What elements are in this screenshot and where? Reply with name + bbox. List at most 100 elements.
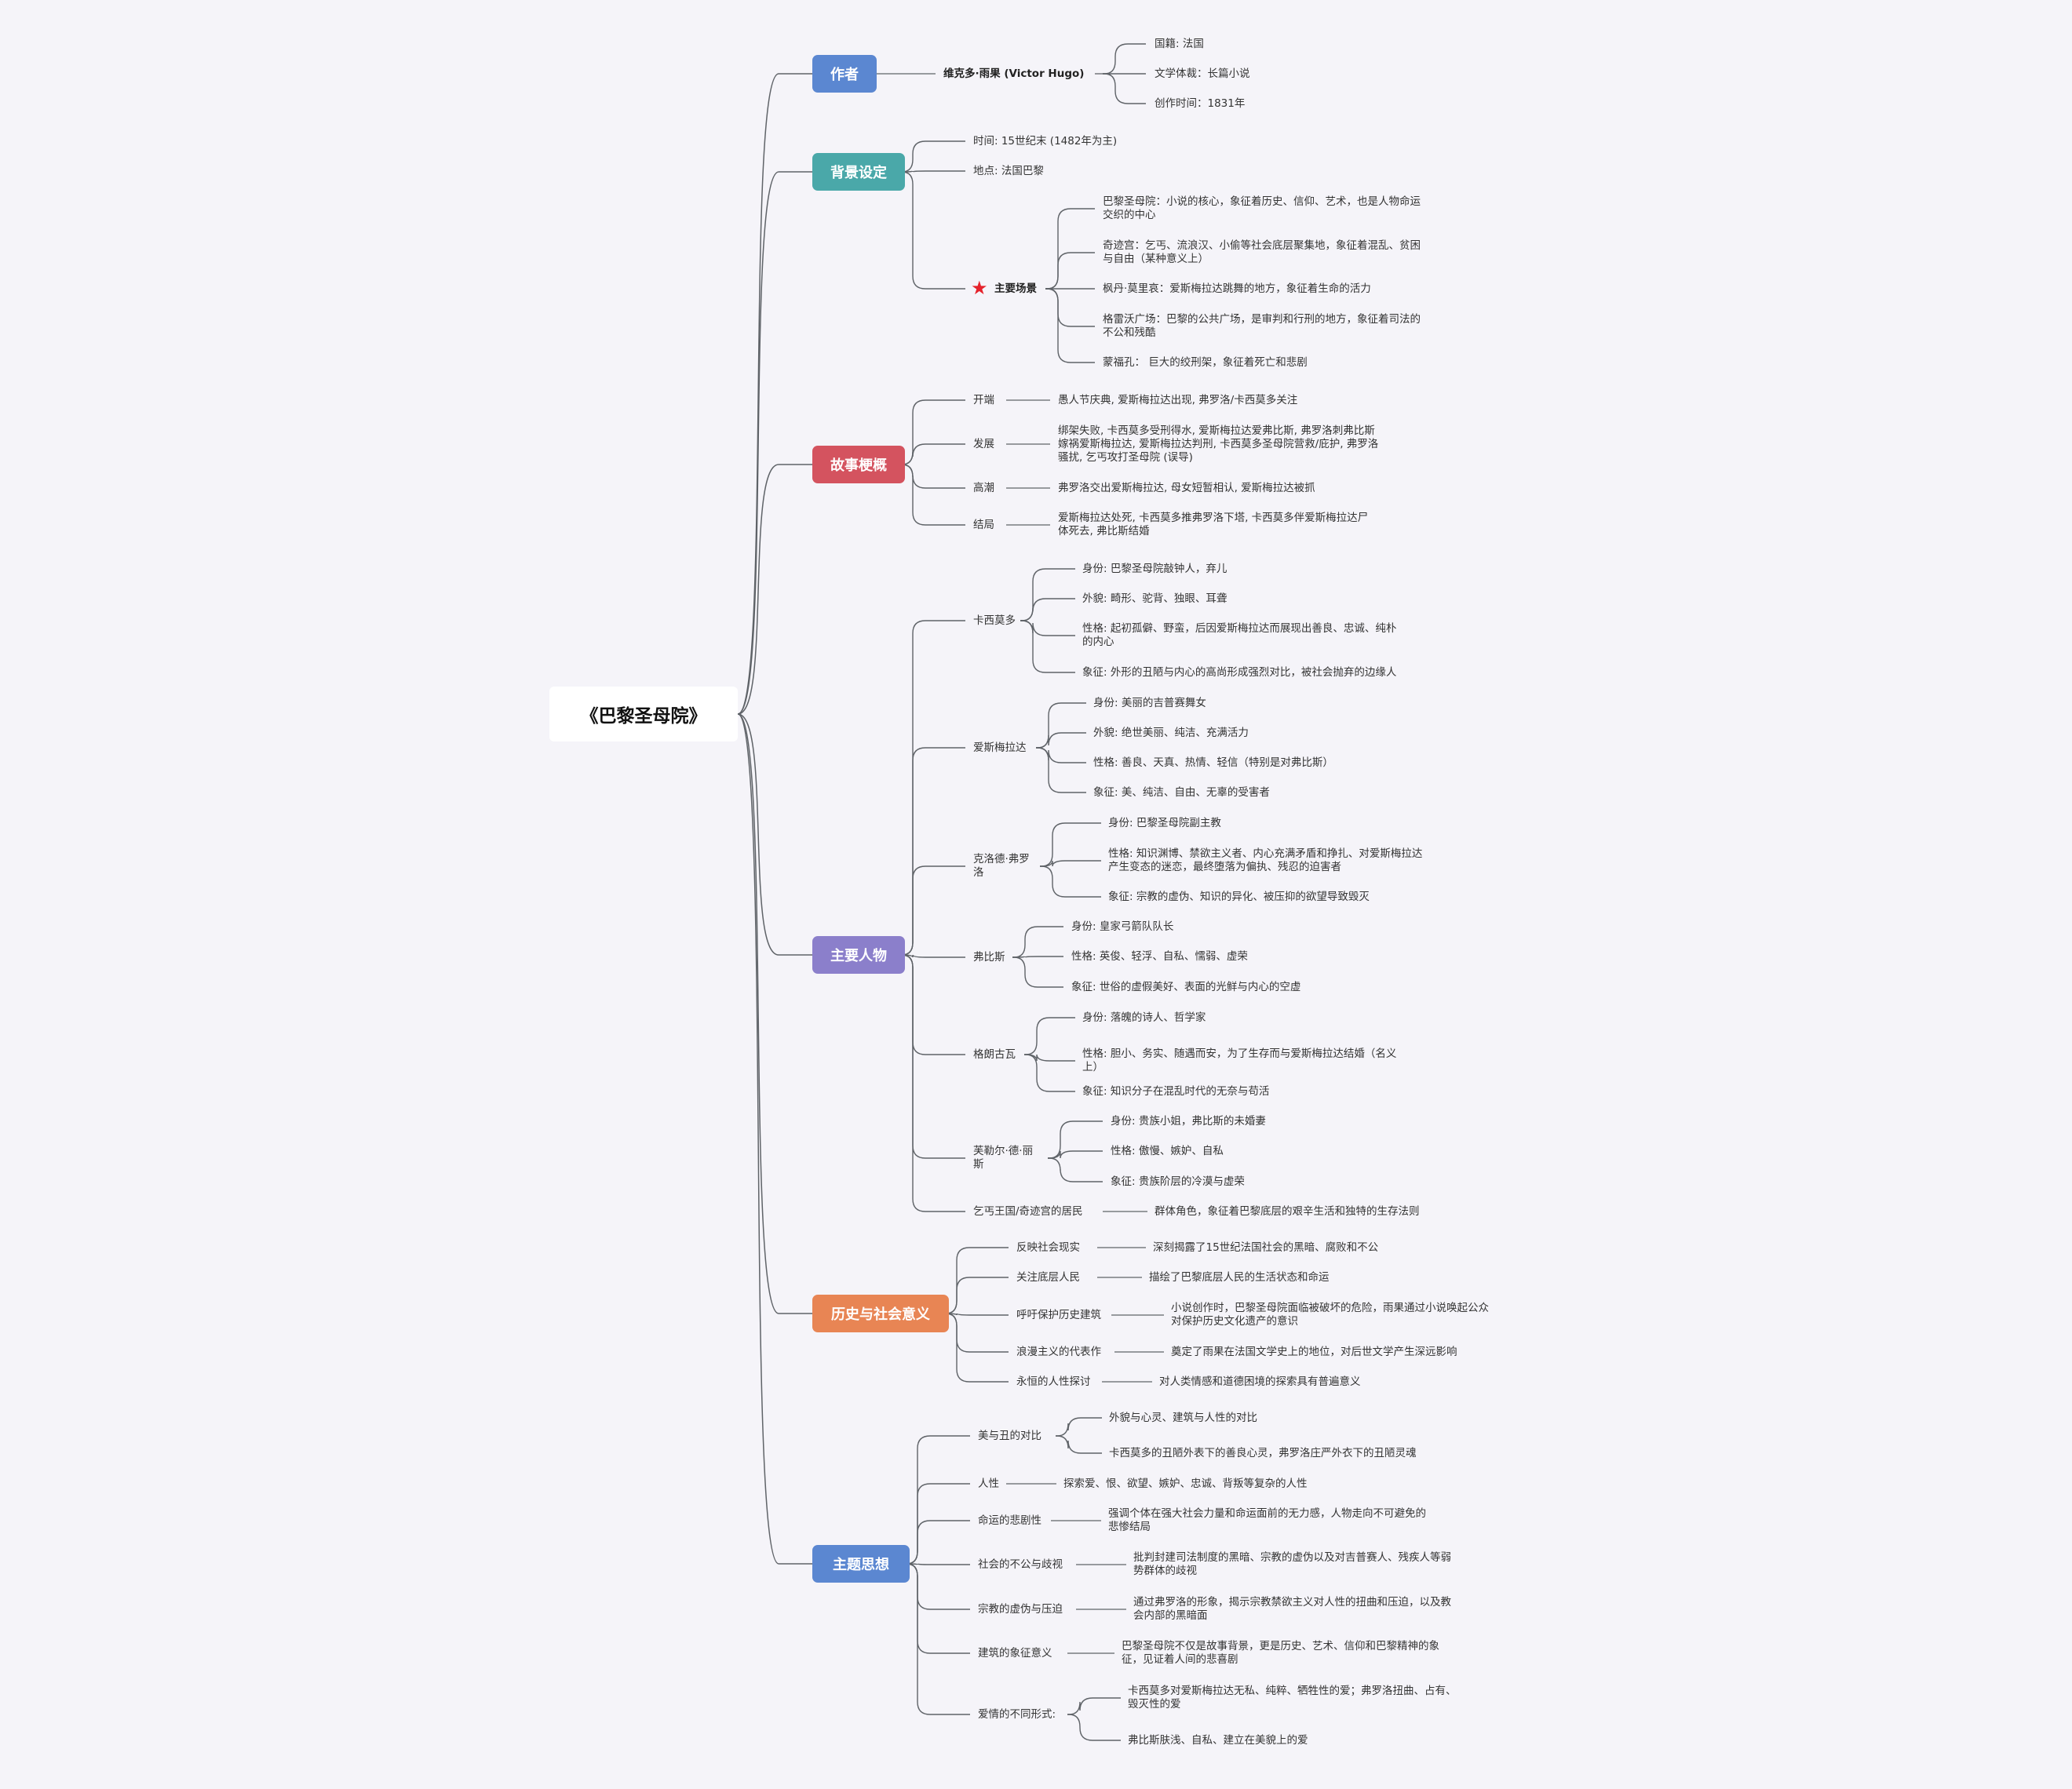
connector [1040,822,1101,867]
character-trait-line: 身份: 巴黎圣母院副主教 [1108,816,1221,829]
connector [900,620,965,956]
character-name-line: 弗比斯 [973,950,1005,964]
connector [737,464,812,715]
plot-stage-line: 高潮 [973,481,994,494]
character-trait: 象征: 美、纯洁、自由、无辜的受害者 [1093,786,1270,800]
character-trait: 身份: 皇家弓箭队队长 [1071,920,1173,934]
significance-detail: 深刻揭露了15世纪法国社会的黑暗、腐败和不公 [1153,1241,1378,1255]
connector [900,140,965,173]
theme-detail-line: 卡西莫多的丑陋外表下的善良心灵，弗罗洛庄严外衣下的丑陋灵魂 [1109,1446,1417,1459]
character-name: 格朗古瓦 [973,1048,1016,1062]
character-name: 弗比斯 [973,951,1005,964]
connector [1048,1120,1103,1159]
significance-topic: 永恒的人性探讨 [1016,1375,1091,1389]
character-trait-line: 性格: 起初孤僻、野蛮，后因爱斯梅拉达而展现出善良、忠诚、纯朴 [1082,622,1397,635]
character-trait: 象征: 外形的丑陋与内心的高尚形成强烈对比，被社会抛弃的边缘人 [1082,666,1396,680]
character-trait-line: 象征: 知识分子在混乱时代的无奈与苟活 [1082,1084,1270,1098]
connector [1048,1150,1103,1159]
connector [1067,1697,1121,1715]
theme-detail-line: 巴黎圣母院不仅是故事背景，更是历史、艺术、信仰和巴黎精神的象 [1122,1640,1439,1652]
theme-topic: 建筑的象征意义 [978,1647,1052,1660]
connector [1024,1017,1075,1055]
character-trait: 性格: 善良、天真、热情、轻信（特别是对弗比斯） [1093,756,1333,770]
significance-detail-line: 对人类情感和道德困境的探索具有普遍意义 [1159,1375,1361,1388]
significance-detail: 描绘了巴黎底层人民的生活状态和命运 [1149,1271,1330,1284]
plot-detail: 绑架失败, 卡西莫多受刑得水, 爱斯梅拉达爱弗比斯, 弗罗洛刺弗比斯嫁祸爱斯梅拉… [1058,424,1378,465]
theme-topic-line: 宗教的虚伪与压迫 [978,1602,1063,1616]
character-trait: 身份: 巴黎圣母院副主教 [1108,817,1221,830]
plot-detail: 爱斯梅拉达处死, 卡西莫多推弗罗洛下塔, 卡西莫多伴爱斯梅拉达尸体死去, 弗比斯… [1058,512,1368,538]
branch-significance[interactable]: 历史与社会意义 [812,1295,949,1332]
plot-detail-line: 骚扰, 乞丐攻打圣母院 (误导) [1058,450,1193,464]
character-name: 芙勒尔·德·丽斯 [973,1145,1033,1171]
connector [1012,926,1063,958]
connector [905,1435,970,1565]
character-trait-line: 性格: 胆小、务实、随遇而安，为了生存而与爱斯梅拉达结婚（名义 [1082,1048,1397,1060]
connector [905,1563,970,1654]
theme-topic-line: 人性 [978,1477,999,1490]
scene-item-line: 奇迹宫：乞丐、流浪汉、小偷等社会底层聚集地，象征着混乱、贫困 [1103,239,1421,252]
character-name: 卡西莫多 [973,614,1016,628]
branch-author[interactable]: 作者 [812,55,877,93]
branch-themes[interactable]: 主题思想 [812,1545,910,1583]
theme-topic-line: 美与丑的对比 [978,1429,1041,1442]
theme-detail-line: 通过弗罗洛的形象，揭示宗教禁欲主义对人性的扭曲和压迫，以及教 [1133,1596,1451,1609]
branch-characters[interactable]: 主要人物 [812,936,905,974]
connector [737,73,812,715]
theme-detail-line: 弗比斯肤浅、自私、建立在美貌上的爱 [1128,1733,1308,1747]
character-trait-line: 象征: 世俗的虚假美好、表面的光鲜与内心的空虚 [1071,980,1301,993]
character-trait-line: 性格: 傲慢、嫉妒、自私 [1111,1144,1224,1157]
significance-detail-line: 小说创作时，巴黎圣母院面临被破坏的危险，雨果通过小说唤起公众 [1171,1302,1489,1314]
plot-detail-line: 绑架失败, 卡西莫多受刑得水, 爱斯梅拉达爱弗比斯, 弗罗洛刺弗比斯 [1058,424,1375,437]
scene-item: 格雷沃广场：巴黎的公共广场，是审判和行刑的地方，象征着司法的不公和残酷 [1103,313,1421,340]
theme-detail: 探索爱、恨、欲望、嫉妒、忠诚、背叛等复杂的人性 [1063,1477,1308,1491]
character-name: 爱斯梅拉达 [973,741,1027,755]
connector [1020,620,1075,673]
scene-item-line: 枫丹·莫里哀：爱斯梅拉达跳舞的地方，象征着生命的活力 [1103,282,1371,295]
significance-topic: 反映社会现实 [1016,1241,1080,1255]
connector [1012,956,1063,958]
significance-detail: 小说创作时，巴黎圣母院面临被破坏的危险，雨果通过小说唤起公众对保护历史文化遗产的… [1171,1302,1489,1328]
significance-detail: 奠定了雨果在法国文学史上的地位，对后世文学产生深远影响 [1171,1346,1457,1359]
theme-detail-line: 强调个体在强大社会力量和命运面前的无力感，人物走向不可避免的 [1108,1507,1426,1520]
plot-stage: 结局 [973,519,994,532]
connector [900,954,965,1055]
theme-detail: 外貌与心灵、建筑与人性的对比 [1109,1412,1257,1425]
setting-scenes-label: 主要场景 [994,282,1037,296]
author-genre-line: 文学体裁：长篇小说 [1155,67,1250,80]
significance-detail-line: 描绘了巴黎底层人民的生活状态和命运 [1149,1270,1330,1284]
theme-detail: 巴黎圣母院不仅是故事背景，更是历史、艺术、信仰和巴黎精神的象征，见证着人间的悲喜… [1122,1640,1439,1667]
plot-stage-line: 结局 [973,518,994,531]
character-trait: 象征: 知识分子在混乱时代的无奈与苟活 [1082,1085,1269,1099]
character-trait-line: 象征: 外形的丑陋与内心的高尚形成强烈对比，被社会抛弃的边缘人 [1082,665,1397,679]
connector [1040,860,1101,867]
significance-topic: 呼吁保护历史建筑 [1016,1309,1101,1322]
significance-detail-line: 奠定了雨果在法国文学史上的地位，对后世文学产生深远影响 [1171,1345,1457,1358]
scene-item-line: 交织的中心 [1103,209,1156,221]
connector [900,464,965,526]
character-trait-line: 身份: 皇家弓箭队队长 [1071,920,1174,933]
theme-topic-line: 命运的悲剧性 [978,1514,1041,1527]
branch-plot[interactable]: 故事梗概 [812,446,905,483]
setting-scenes-label-line: 主要场景 [994,282,1037,295]
scene-item-line: 不公和残酷 [1103,326,1156,339]
connector [1036,702,1086,749]
theme-detail: 强调个体在强大社会力量和命运面前的无力感，人物走向不可避免的悲惨结局 [1108,1507,1426,1534]
connector [900,747,965,956]
character-trait-line: 上） [1082,1061,1103,1073]
connector [1056,1435,1102,1454]
character-trait-line: 产生变态的迷恋，最终堕落为偏执、残忍的迫害者 [1108,861,1341,873]
plot-detail-line: 体死去, 弗比斯结婚 [1058,525,1150,537]
connector [900,170,965,173]
theme-detail-line: 会内部的黑暗面 [1133,1609,1208,1622]
character-trait-line: 身份: 巴黎圣母院敲钟人，弃儿 [1082,562,1228,575]
theme-detail-line: 外貌与心灵、建筑与人性的对比 [1109,1411,1257,1424]
root-topic: 《巴黎圣母院》 [549,687,738,741]
connector [900,954,965,1212]
significance-topic-line: 呼吁保护历史建筑 [1016,1308,1101,1321]
connector [900,443,965,465]
connector [1024,1054,1075,1092]
branch-setting[interactable]: 背景设定 [812,153,905,191]
character-name-line: 克洛德·弗罗 [973,853,1030,865]
author-name-line: 维克多·雨果 (Victor Hugo) [943,67,1085,80]
